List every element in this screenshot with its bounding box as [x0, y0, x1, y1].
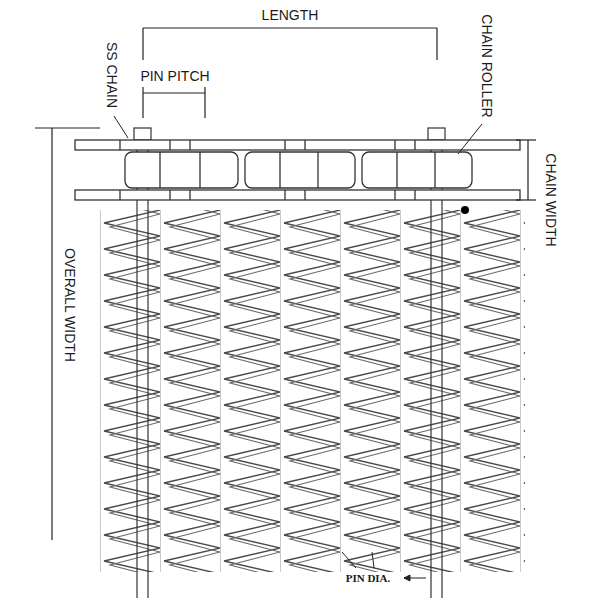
- dimension-label: CHAIN WIDTH: [543, 153, 559, 246]
- ss-chain: [75, 140, 520, 200]
- dimension-label: PIN PITCH: [140, 68, 209, 84]
- part-label: CHAIN ROLLER: [479, 14, 495, 117]
- dimension-label: PIN DIA.: [346, 570, 391, 586]
- dimension-lines: [35, 28, 536, 540]
- dimension-label: LENGTH: [262, 7, 319, 23]
- spiral-mesh: [100, 210, 525, 572]
- dot-marker: [461, 206, 469, 214]
- part-label: SS CHAIN: [104, 42, 120, 108]
- leader-lines: [114, 116, 482, 581]
- dimension-label: OVERALL WIDTH: [62, 248, 78, 362]
